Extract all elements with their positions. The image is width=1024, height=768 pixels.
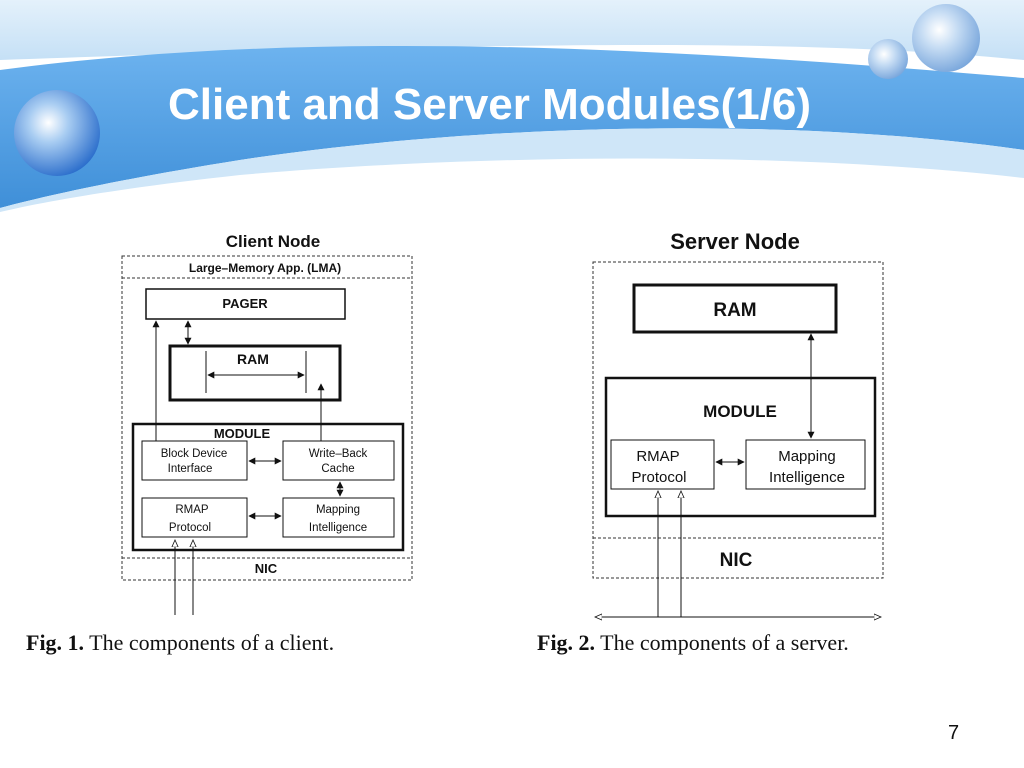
lma-label: Large–Memory App. (LMA) xyxy=(189,261,341,275)
client-ram-label: RAM xyxy=(237,351,269,367)
client-mapping-intelligence-box xyxy=(282,497,395,538)
server-ram-label: RAM xyxy=(713,300,756,321)
client-mapping-label-line2: Intelligence xyxy=(309,522,367,534)
decorative-orb-left xyxy=(14,90,100,176)
server-caption-label: Fig. 2. xyxy=(537,630,596,655)
server-mapping-label-line1: Mapping xyxy=(778,448,836,465)
client-rmap-protocol-box xyxy=(141,497,248,538)
server-outer-boundary xyxy=(592,261,884,579)
server-mapping-intelligence-box xyxy=(745,439,866,490)
server-mapping-label-line2: Intelligence xyxy=(769,469,845,486)
client-ram-box xyxy=(168,344,342,402)
server-caption-text: The components of a server. xyxy=(600,630,849,655)
pager-label: PAGER xyxy=(222,296,268,311)
client-node-diagram: Client Node Large–Memory App. (LMA) PAGE… xyxy=(121,232,413,615)
server-node-heading: Server Node xyxy=(670,229,800,254)
client-nic-label: NIC xyxy=(255,561,278,576)
client-rmap-label-line2: Protocol xyxy=(169,522,211,534)
server-rmap-label-line2: Protocol xyxy=(631,469,686,486)
client-module-label: MODULE xyxy=(214,426,271,441)
server-ram-box xyxy=(632,283,838,334)
decorative-orb-top-right xyxy=(912,4,980,72)
write-back-cache-box xyxy=(282,440,395,481)
write-back-label-line1: Write–Back xyxy=(309,448,368,460)
server-nic-label: NIC xyxy=(720,550,753,571)
server-node-diagram: Server Node RAM MODULE RMAP Protocol Map… xyxy=(592,229,884,630)
slide-title: Client and Server Modules(1/6) xyxy=(168,80,812,129)
client-caption-text: The components of a client. xyxy=(89,630,335,655)
client-figure-caption: Fig. 1. The components of a client. xyxy=(26,630,334,656)
server-rmap-label-line1: RMAP xyxy=(636,448,679,465)
server-rmap-protocol-box xyxy=(610,439,715,490)
write-back-label-line2: Cache xyxy=(321,463,354,475)
server-module-box xyxy=(604,376,877,518)
header-banner xyxy=(0,0,1024,215)
client-rmap-label-line1: RMAP xyxy=(175,504,209,516)
client-mapping-label-line1: Mapping xyxy=(316,504,360,516)
client-node-heading: Client Node xyxy=(226,232,320,251)
server-figure-caption: Fig. 2. The components of a server. xyxy=(537,630,849,656)
client-module-box xyxy=(131,422,405,552)
client-outer-boundary xyxy=(121,255,413,581)
block-device-label-line1: Block Device xyxy=(161,448,227,460)
server-module-label: MODULE xyxy=(703,402,777,421)
client-caption-label: Fig. 1. xyxy=(26,630,85,655)
decorative-orb-small xyxy=(868,39,908,79)
pager-box xyxy=(145,288,346,320)
block-device-interface-box xyxy=(141,440,248,481)
block-device-label-line2: Interface xyxy=(168,463,213,475)
page-number: 7 xyxy=(948,722,960,744)
